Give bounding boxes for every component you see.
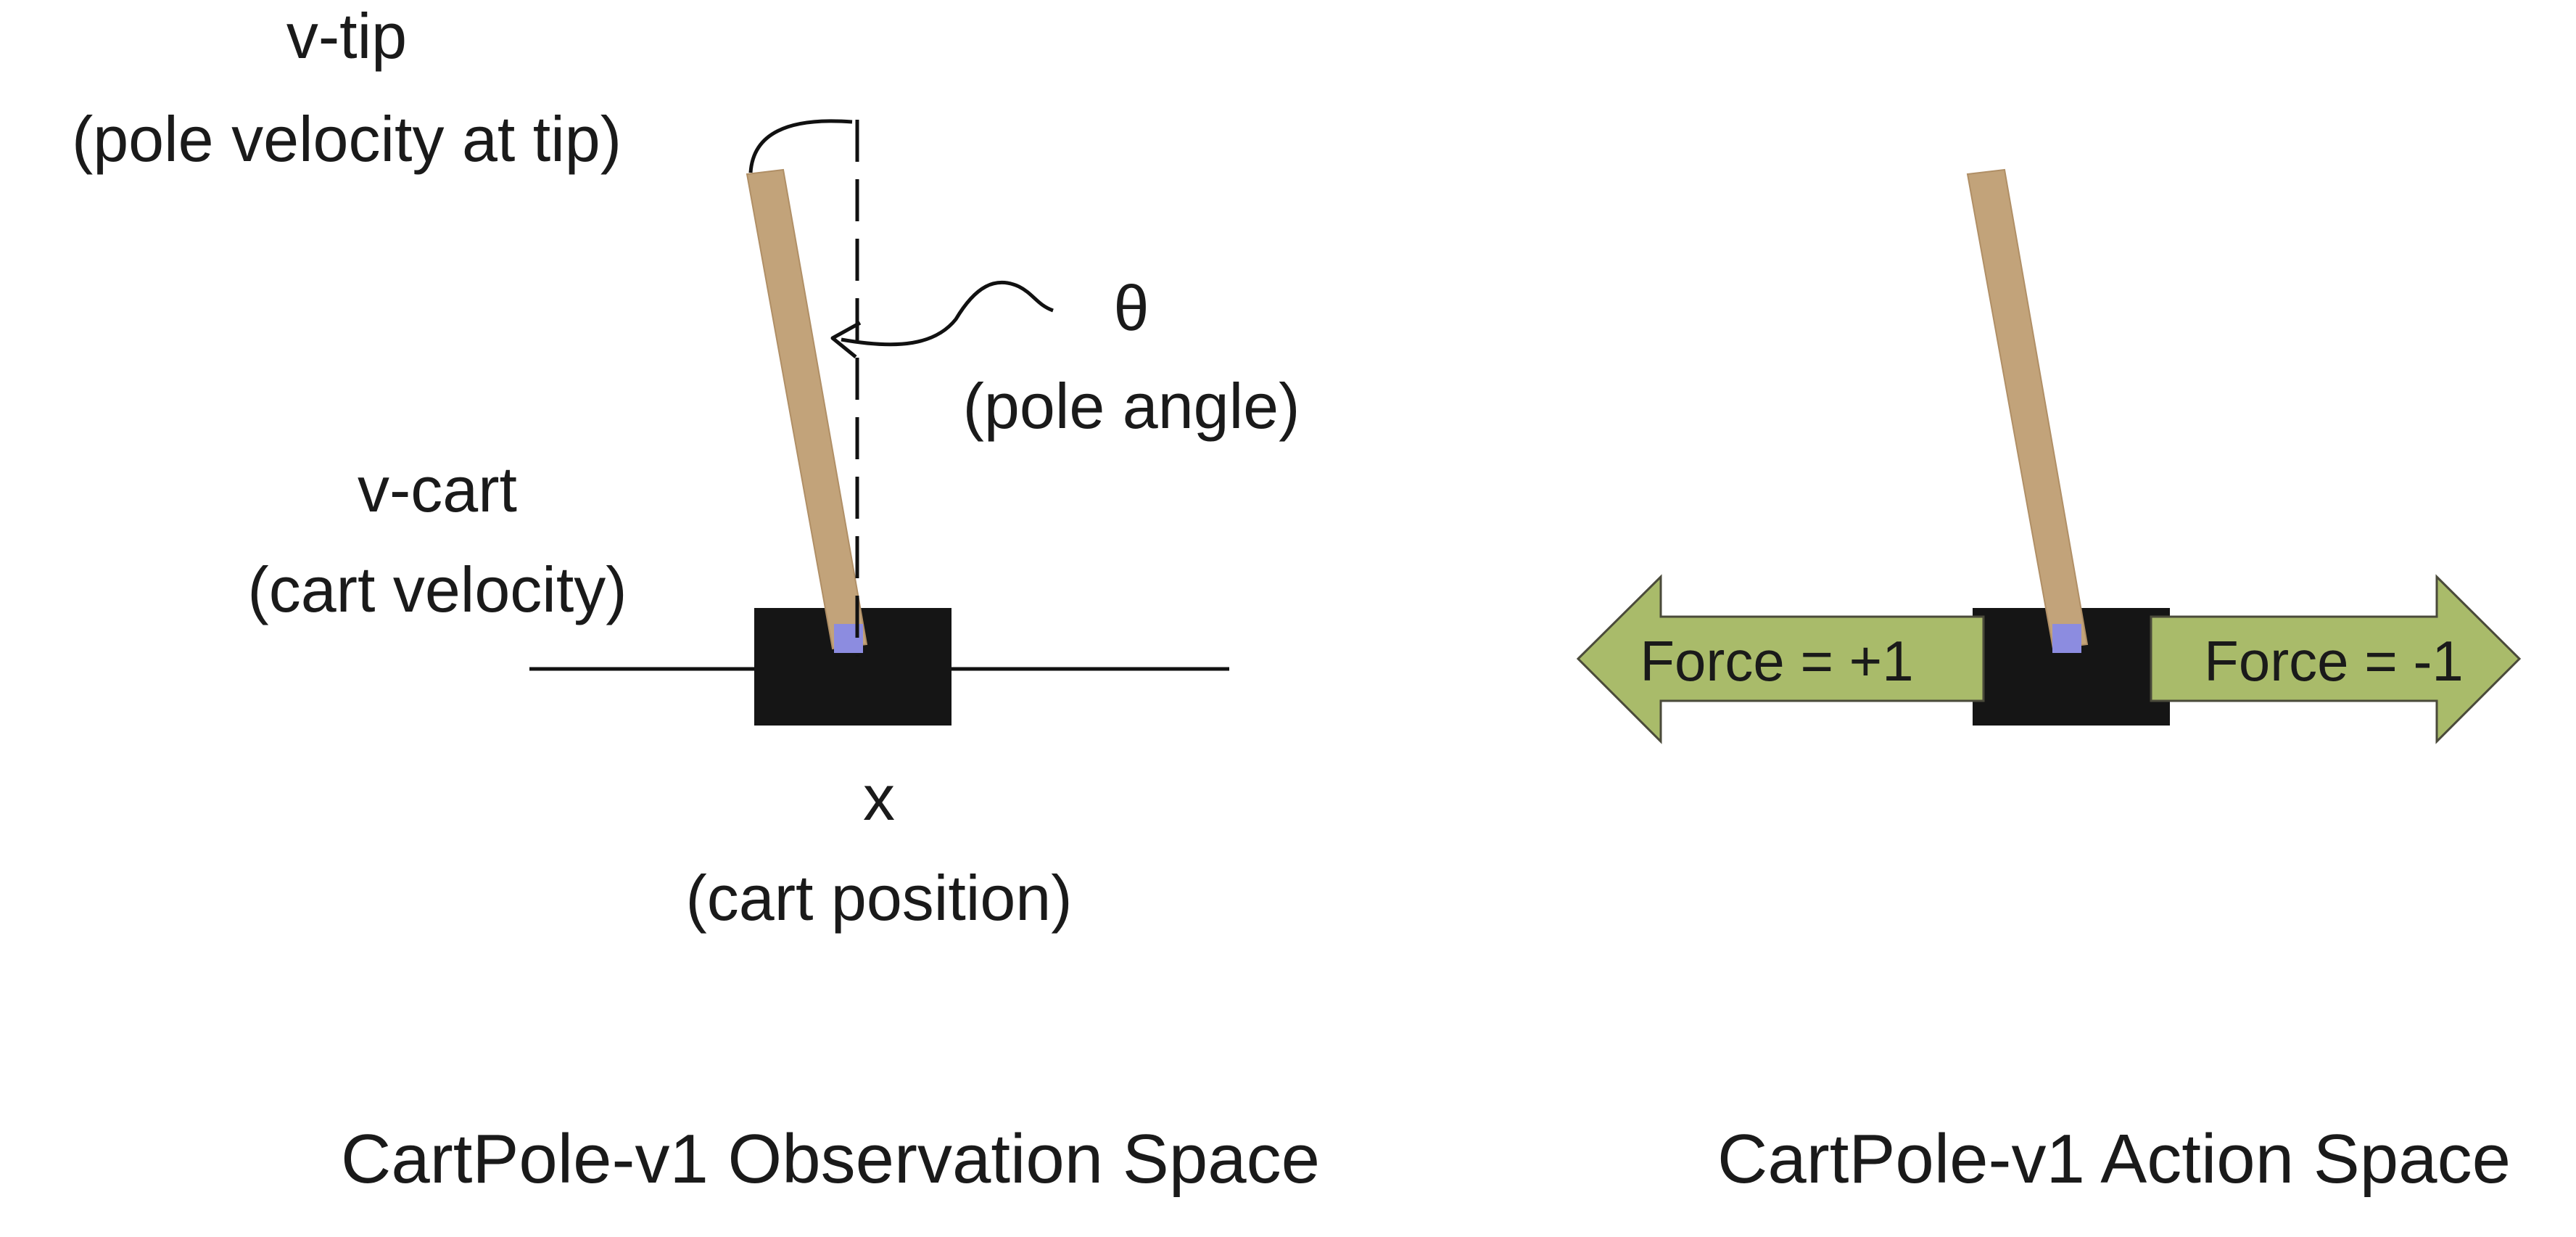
tip-velocity-arc	[748, 119, 853, 173]
theta-arrowhead	[830, 321, 862, 358]
pole	[746, 168, 868, 650]
force-left-arrow	[1576, 574, 1985, 744]
action-space-caption: CartPole-v1 Action Space	[1717, 1120, 2511, 1198]
x-description: (cart position)	[685, 862, 1072, 934]
v-cart-description: (cart velocity)	[247, 554, 627, 625]
theta-pointer-line	[841, 280, 1054, 347]
action-pivot	[2052, 624, 2081, 653]
theta-label: θ	[1114, 272, 1149, 344]
observation-panel: v-tip (pole velocity at tip) θ (pole ang…	[72, 0, 1320, 1198]
force-right-arrow	[2150, 574, 2522, 744]
force-plus-one-label: Force = +1	[1640, 629, 1913, 693]
action-pole	[1966, 168, 2089, 650]
x-label: x	[863, 762, 895, 834]
v-tip-label: v-tip	[286, 0, 407, 72]
theta-description: (pole angle)	[963, 370, 1300, 442]
action-panel: Force = +1 Force = -1 CartPole-v1 Action…	[1576, 168, 2522, 1198]
force-minus-one-label: Force = -1	[2204, 629, 2464, 693]
v-cart-label: v-cart	[358, 453, 517, 525]
v-tip-description: (pole velocity at tip)	[72, 103, 622, 175]
observation-space-caption: CartPole-v1 Observation Space	[341, 1120, 1320, 1198]
